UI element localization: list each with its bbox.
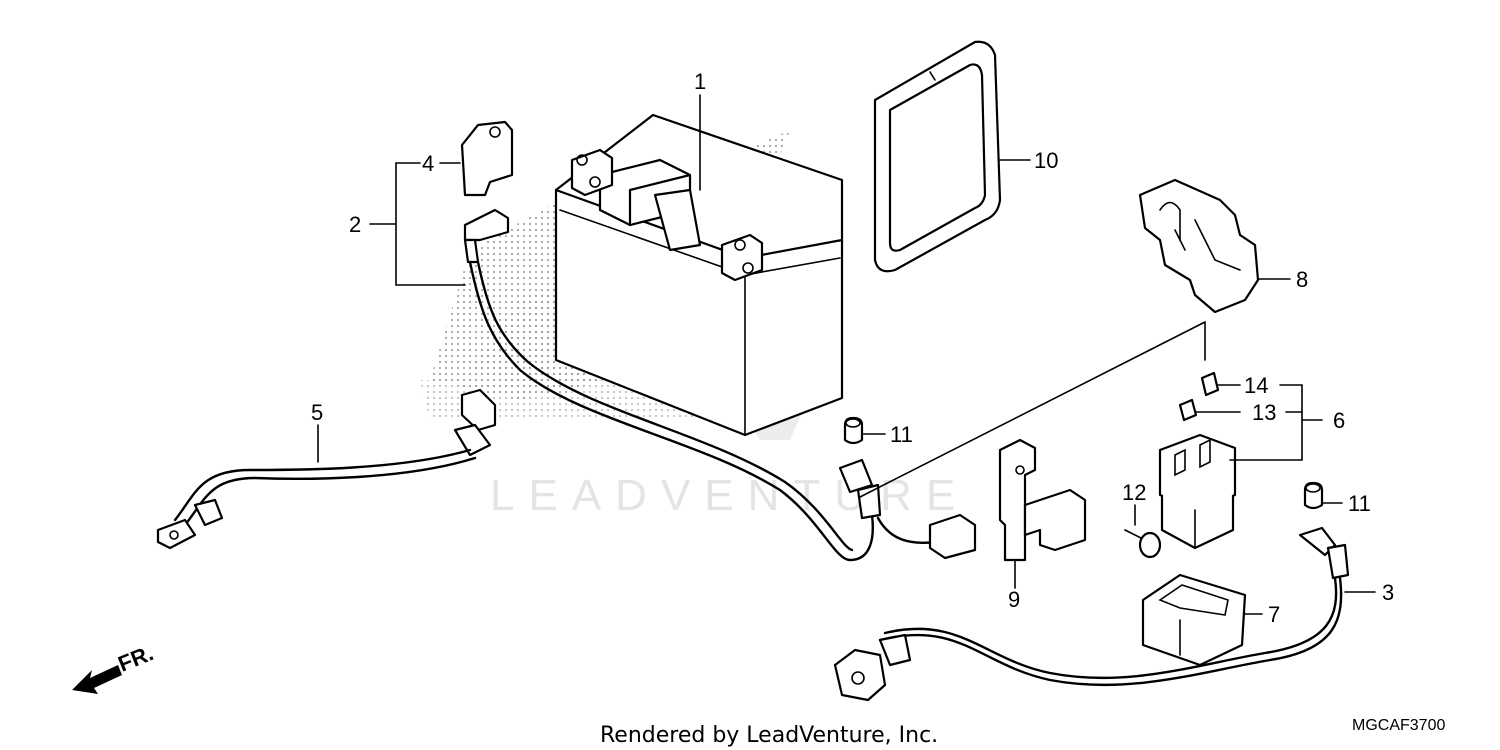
terminal-cover[interactable] (460, 120, 514, 197)
negative-cable[interactable] (156, 388, 497, 550)
callout-3: 3 (1382, 580, 1394, 605)
fuse-14[interactable] (1200, 371, 1220, 397)
battery-band[interactable] (873, 40, 1002, 273)
starter-relay[interactable] (1158, 433, 1237, 550)
callout-12: 12 (1122, 480, 1146, 505)
bolt-right[interactable] (1303, 481, 1324, 510)
front-arrow-icon (72, 665, 122, 694)
leader-lines (317, 94, 1376, 615)
callout-1: 1 (694, 69, 706, 94)
callout-9: 9 (1008, 587, 1020, 612)
callout-labels: 1 2 3 4 5 6 7 8 9 10 11 11 12 13 14 (311, 69, 1394, 627)
relay-boot[interactable] (1141, 573, 1247, 667)
callout-14: 14 (1244, 373, 1268, 398)
callout-13: 13 (1252, 400, 1276, 425)
screw[interactable] (1124, 529, 1162, 559)
relay-bracket[interactable] (998, 438, 1087, 562)
callout-11-upper: 11 (890, 422, 913, 447)
callout-8: 8 (1296, 267, 1308, 292)
front-direction-indicator: FR. (72, 640, 157, 694)
rendered-by-text: Rendered by LeadVenture, Inc. (600, 723, 938, 748)
callout-10: 10 (1034, 148, 1058, 173)
callout-7: 7 (1268, 602, 1280, 627)
callout-4: 4 (422, 151, 434, 176)
diagram-code: MGCAF3700 (1352, 717, 1445, 734)
fuse-13[interactable] (1178, 398, 1198, 422)
starter-cable[interactable] (833, 526, 1350, 702)
bolt-upper[interactable] (843, 416, 864, 445)
battery[interactable] (554, 113, 844, 437)
positive-cable[interactable] (463, 208, 874, 562)
relay-cover[interactable] (1138, 178, 1260, 314)
front-label: FR. (115, 640, 157, 676)
callout-11-right: 11 (1348, 491, 1371, 516)
callout-2: 2 (349, 212, 361, 237)
callout-5: 5 (311, 400, 323, 425)
callout-6: 6 (1333, 408, 1345, 433)
cable-terminal[interactable] (838, 458, 977, 560)
